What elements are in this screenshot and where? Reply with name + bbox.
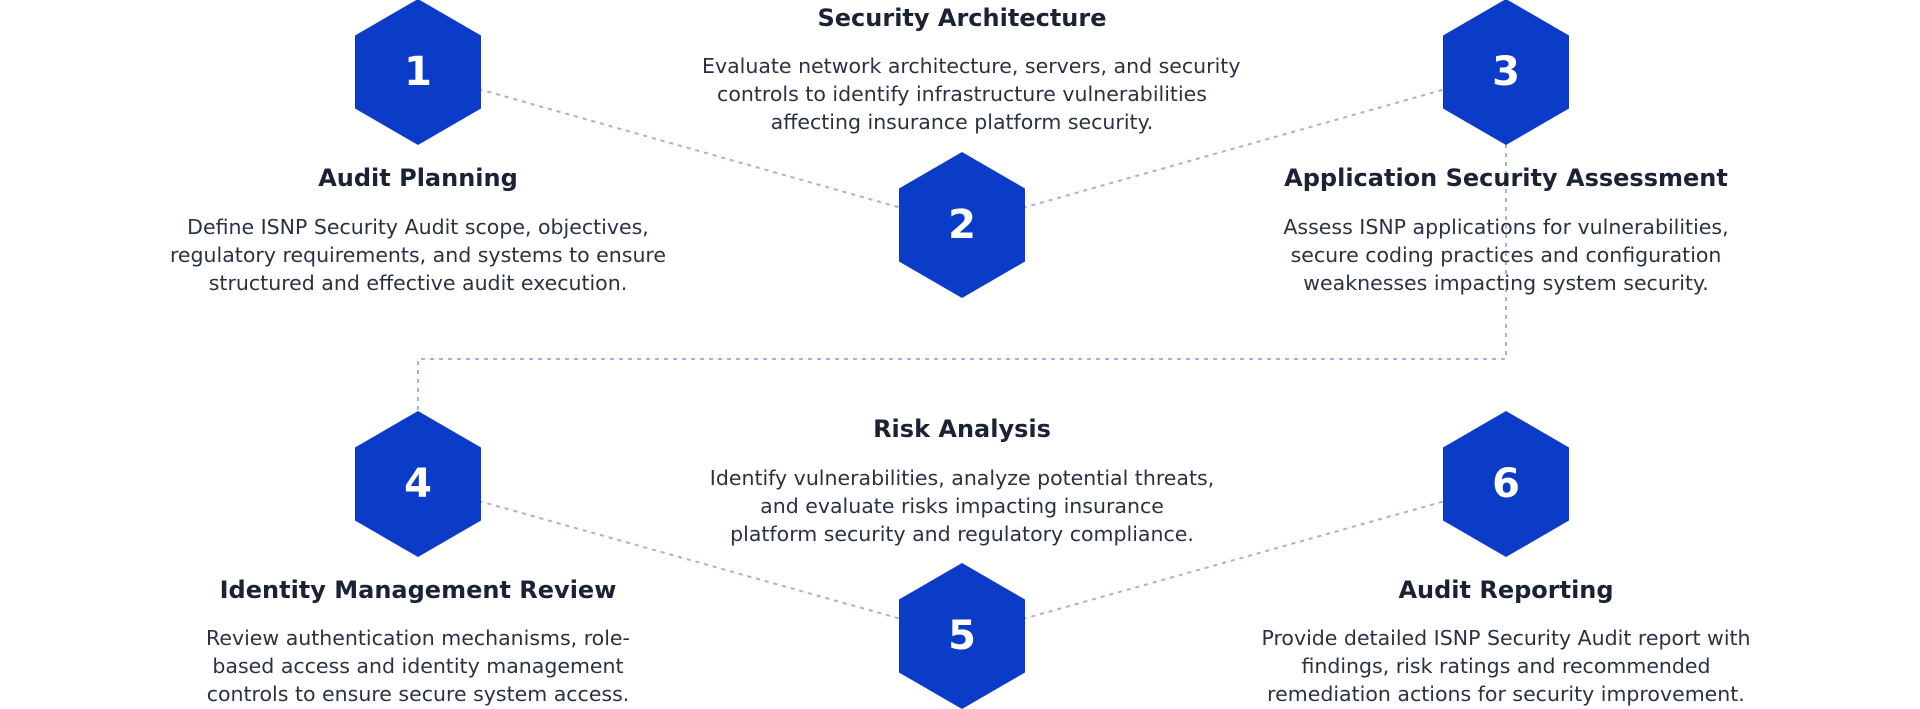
step-5-title: Risk Analysis xyxy=(873,415,1051,443)
step-2-line-3: affecting insurance platform security. xyxy=(770,110,1154,134)
step-1-hexagon: 1 xyxy=(355,0,481,145)
step-3-line-3: weaknesses impacting system security. xyxy=(1303,271,1709,295)
step-5-description: Identify vulnerabilities, analyze potent… xyxy=(702,464,1222,548)
step-5-line-3: platform security and regulatory complia… xyxy=(730,522,1194,546)
step-2-line-2: controls to identify infrastructure vuln… xyxy=(717,82,1207,106)
step-3-number: 3 xyxy=(1492,49,1520,95)
step-6-number: 6 xyxy=(1492,461,1520,507)
step-3-line-1: Assess ISNP applications for vulnerabili… xyxy=(1283,215,1729,239)
connector-4-5 xyxy=(417,483,963,637)
step-2-title: Security Architecture xyxy=(817,4,1107,32)
step-6-line-3: remediation actions for security improve… xyxy=(1267,682,1745,706)
step-1-line-3: structured and effective audit execution… xyxy=(208,271,628,295)
step-4-line-1: Review authentication mechanisms, role- xyxy=(206,626,630,650)
step-2-description: Evaluate network architecture, servers, … xyxy=(702,52,1241,136)
step-5-line-1: Identify vulnerabilities, analyze potent… xyxy=(709,466,1215,490)
connector-3-4 xyxy=(417,72,1507,484)
connector-5-6 xyxy=(961,483,1507,637)
step-5-line-2: and evaluate risks impacting insurance xyxy=(760,494,1164,518)
step-6-title: Audit Reporting xyxy=(1398,576,1614,604)
step-1-description: Define ISNP Security Audit scope, object… xyxy=(158,213,678,297)
step-3-hexagon: 3 xyxy=(1443,0,1569,145)
step-5-hexagon: 5 xyxy=(899,563,1025,709)
step-4-hexagon: 4 xyxy=(355,411,481,557)
step-1-line-1: Define ISNP Security Audit scope, object… xyxy=(187,215,649,239)
step-6-line-2: findings, risk ratings and recommended xyxy=(1301,654,1711,678)
step-6-hexagon: 6 xyxy=(1443,411,1569,557)
step-6-description: Provide detailed ISNP Security Audit rep… xyxy=(1246,624,1766,708)
step-3-line-2: secure coding practices and configuratio… xyxy=(1290,243,1722,267)
step-1-line-2: regulatory requirements, and systems to … xyxy=(169,243,667,267)
step-4-description: Review authentication mechanisms, role- … xyxy=(158,624,678,708)
step-2-number: 2 xyxy=(948,202,976,248)
step-2-hexagon: 2 xyxy=(899,152,1025,298)
step-4-line-2: based access and identity management xyxy=(212,654,624,678)
step-4-number: 4 xyxy=(404,461,432,507)
step-4-line-3: controls to ensure secure system access. xyxy=(206,682,630,706)
step-3-description: Assess ISNP applications for vulnerabili… xyxy=(1246,213,1766,297)
step-1-number: 1 xyxy=(404,49,432,95)
connector-1-2 xyxy=(417,71,963,226)
step-2-line-1: Evaluate network architecture, servers, … xyxy=(702,54,1241,78)
step-6-line-1: Provide detailed ISNP Security Audit rep… xyxy=(1261,626,1751,650)
step-4-title: Identity Management Review xyxy=(219,576,617,604)
step-3-title: Application Security Assessment xyxy=(1284,164,1728,192)
connector-2-3 xyxy=(961,71,1507,226)
step-1-title: Audit Planning xyxy=(318,164,518,192)
step-5-number: 5 xyxy=(948,613,976,659)
